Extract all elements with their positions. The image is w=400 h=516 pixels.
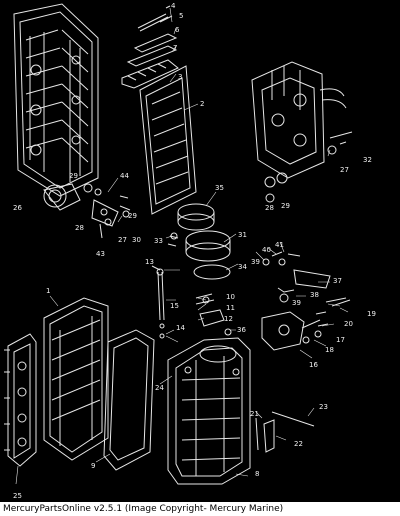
- callout-part-9: 9: [91, 462, 96, 470]
- callout-part-11: 11: [226, 304, 235, 312]
- callout-part-10: 10: [226, 293, 235, 301]
- callout-part-14: 14: [176, 324, 185, 332]
- callout-part-44: 44: [120, 172, 129, 180]
- callout-part-24: 24: [155, 384, 164, 392]
- lower-gasket: [103, 329, 155, 471]
- callout-part-28: 28: [75, 224, 84, 232]
- callout-part-38: 38: [310, 291, 319, 299]
- callout-part-41: 40: [262, 246, 271, 254]
- callout-part-33: 33: [154, 237, 163, 245]
- callout-part-34: 34: [238, 263, 247, 271]
- callout-part-37: 37: [333, 277, 342, 285]
- callout-part-4: 4: [171, 2, 176, 10]
- callout-part-36: 36: [237, 326, 246, 334]
- callout-part-19: 19: [367, 310, 376, 318]
- hose-clamps: [167, 203, 231, 280]
- callout-part-27-right: 27: [340, 166, 349, 174]
- callout-part-8: 8: [255, 470, 260, 478]
- callout-part-7: 7: [173, 44, 178, 52]
- left-manifold: [4, 333, 37, 467]
- callout-part-22: 22: [294, 440, 303, 448]
- callout-part-6: 6: [175, 26, 180, 34]
- right-lower-parts: [255, 411, 315, 453]
- callout-part-21: 21: [250, 410, 259, 418]
- linkage-rod: [151, 265, 165, 339]
- callout-part-17: 17: [336, 336, 345, 344]
- callout-part-31: 32: [363, 156, 372, 164]
- callout-part-1: 1: [46, 287, 51, 295]
- callout-part-15: 15: [170, 302, 179, 310]
- callout-part-2: 2: [200, 100, 205, 108]
- main-lower-housing: [167, 337, 251, 485]
- callout-part-40: 39: [251, 258, 260, 266]
- callout-part-28-right: 28: [265, 204, 274, 212]
- callout-part-27: 27: [118, 236, 127, 244]
- callout-part-25: 25: [13, 492, 22, 500]
- exploded-parts-drawing: [4, 3, 353, 485]
- callout-part-13: 13: [145, 258, 154, 266]
- callout-part-5: 5: [179, 12, 184, 20]
- throttle-linkage: [261, 251, 351, 351]
- lower-left-block: [43, 297, 109, 461]
- callout-part-18: 18: [325, 346, 334, 354]
- callout-part-23: 23: [319, 403, 328, 411]
- callout-part-26: 26: [13, 204, 22, 212]
- callout-part-30: 30: [132, 236, 141, 244]
- callout-part-12: 12: [224, 315, 233, 323]
- gasket-plate: [139, 65, 197, 215]
- right-housing: [251, 61, 353, 203]
- callout-part-32: 31: [238, 231, 247, 239]
- small-bracket-parts: [195, 293, 232, 336]
- callout-part-39: 39: [292, 299, 301, 307]
- callout-part-3: 3: [178, 73, 183, 81]
- callout-part-29-left: 29: [69, 172, 78, 180]
- callout-part-20: 20: [344, 320, 353, 328]
- reed-stop-parts: [121, 5, 179, 89]
- callout-part-16: 16: [309, 361, 318, 369]
- callout-part-29-right: 29: [281, 202, 290, 210]
- callout-part-29-mid: 29: [128, 212, 137, 220]
- callout-part-35: 35: [215, 184, 224, 192]
- bracket-assembly: [43, 183, 131, 239]
- callout-part-43: 43: [96, 250, 105, 258]
- upper-block-casting: [13, 3, 99, 197]
- copyright-caption: MercuryPartsOnline v2.5.1 (Image Copyrig…: [0, 502, 400, 516]
- callout-part-42: 41: [275, 241, 284, 249]
